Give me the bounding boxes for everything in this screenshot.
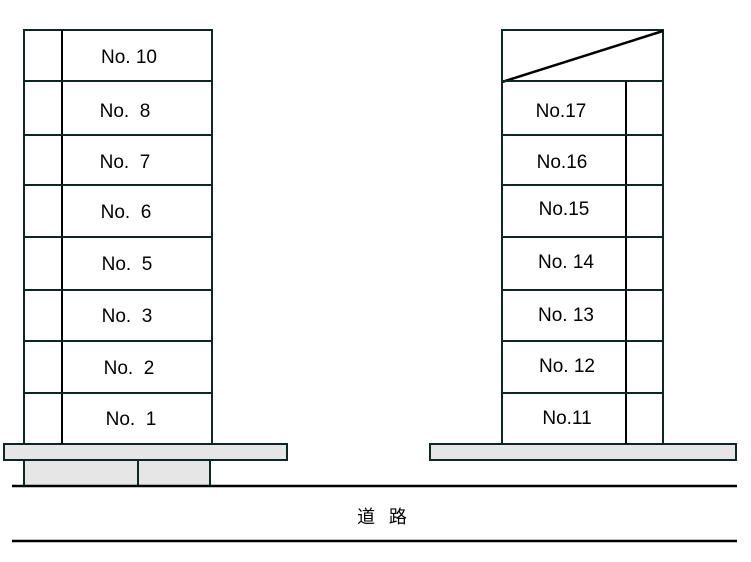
stall-label-no-3: No. 3 xyxy=(102,306,153,327)
stall-label-no-12: No. 12 xyxy=(539,356,595,377)
left-footing-box-1 xyxy=(23,459,139,487)
stall-label-no-15: No.15 xyxy=(539,199,590,220)
stall-label-no-16: No.16 xyxy=(537,152,588,173)
left-base-slab xyxy=(3,443,288,461)
right-top-cell-slash xyxy=(501,29,664,84)
road: 道 路 xyxy=(12,484,737,543)
stall-label-no-2: No. 2 xyxy=(104,358,155,379)
left-parking-block: No. 10 No. 8 No. 7 No. 6 No. 5 No. 3 No.… xyxy=(3,29,288,487)
stall-label-no-7: No. 7 xyxy=(100,152,151,173)
left-footing-box-2 xyxy=(137,459,211,487)
right-parking-block: No.17 No.16 No.15 No. 14 No. 13 No. 12 N… xyxy=(429,29,737,461)
stall-label-no-11: No.11 xyxy=(542,408,591,429)
stall-label-no-5: No. 5 xyxy=(102,254,153,275)
stall-label-no-14: No. 14 xyxy=(538,252,594,273)
stall-label-no-6: No. 6 xyxy=(101,202,152,223)
road-label: 道 路 xyxy=(357,507,411,528)
stall-label-no-13: No. 13 xyxy=(538,305,594,326)
stall-label-no-8: No. 8 xyxy=(100,101,151,122)
stall-label-no-17: No.17 xyxy=(536,101,587,122)
right-base-slab xyxy=(429,443,737,461)
stall-label-no-1: No. 1 xyxy=(106,409,157,430)
stall-label-no-10: No. 10 xyxy=(101,47,157,68)
